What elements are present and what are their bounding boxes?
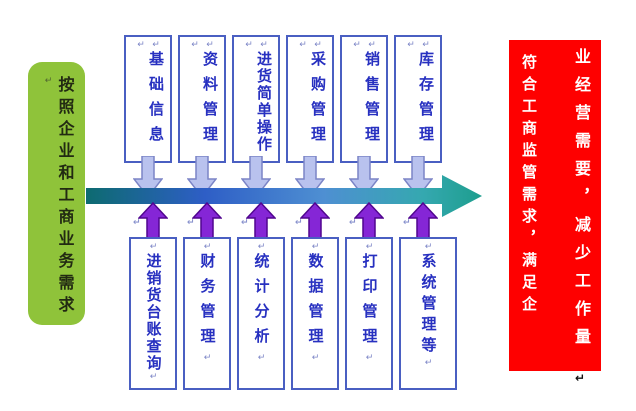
return-mark-icon: ↵: [259, 40, 269, 51]
right-result-text-line1: 符合工商监管需求，满足企: [520, 54, 538, 318]
return-mark-icon: ↵: [187, 218, 195, 228]
module-label: 统计分析: [252, 253, 271, 353]
return-mark-icon: ↵: [423, 242, 434, 253]
module-statistics-analysis-text: ↵统计分析↵: [252, 239, 271, 388]
module-finance-management: ↵财务管理↵: [183, 237, 231, 390]
module-label: 财务管理: [198, 253, 217, 353]
return-mark-icon: ↵: [313, 40, 323, 51]
module-label: 进货简单操作: [255, 51, 273, 153]
return-mark-icon: ↵: [136, 40, 146, 51]
module-basic-info-text: ↵基础信息↵: [133, 37, 165, 161]
return-mark-icon: ↵: [406, 40, 416, 51]
return-mark-icon: ↵: [364, 242, 375, 253]
module-sales-management-text: ↵销售管理↵: [349, 37, 381, 161]
module-print-management: ↵打印管理↵: [345, 237, 393, 390]
return-mark-icon: ↵: [148, 372, 159, 383]
return-mark-icon: ↵: [148, 242, 159, 253]
return-mark-icon: ↵: [256, 353, 267, 364]
left-requirement-box: 按照企业和工商业务需求↵: [28, 62, 85, 325]
module-label: 采购管理: [309, 51, 327, 151]
module-label: 销售管理: [363, 51, 381, 151]
return-mark-icon: ↵: [423, 358, 434, 369]
module-print-management-text: ↵打印管理↵: [360, 239, 379, 388]
module-label: 基础信息: [147, 51, 165, 151]
return-mark-icon: ↵: [403, 218, 411, 228]
module-sales-management: ↵销售管理↵: [340, 35, 388, 163]
module-procurement-management: ↵采购管理↵: [286, 35, 334, 163]
module-basic-info: ↵基础信息↵: [124, 35, 172, 163]
right-result-text-line2: 业经营需要，减少工作量: [572, 48, 591, 356]
up-arrow-icon: [138, 202, 168, 242]
up-arrow-icon: [300, 202, 330, 242]
module-label: 库存管理: [417, 51, 435, 151]
return-mark-icon: ↵: [298, 40, 308, 51]
right-result-box: 符合工商监管需求，满足企 业经营需要，减少工作量: [509, 40, 601, 371]
module-label: 系统管理等: [419, 253, 438, 358]
main-flow-arrow: [86, 175, 482, 217]
module-statistics-analysis: ↵统计分析↵: [237, 237, 285, 390]
return-mark-icon: ↵: [367, 40, 377, 51]
module-procurement-management-text: ↵采购管理↵: [295, 37, 327, 161]
up-arrow-icon: [354, 202, 384, 242]
left-requirement-text: 按照企业和工商业务需求: [55, 76, 75, 318]
module-label: 进销货台账查询: [144, 253, 163, 372]
module-finance-management-text: ↵财务管理↵: [198, 239, 217, 388]
module-inventory-management: ↵库存管理↵: [394, 35, 442, 163]
return-mark-icon: ↵: [190, 40, 200, 51]
return-mark-icon: ↵: [349, 218, 357, 228]
module-system-management: ↵系统管理等↵: [399, 237, 457, 390]
module-data-management: ↵数据管理↵: [291, 237, 339, 390]
return-mark-icon: ↵: [202, 353, 213, 364]
module-label: 打印管理: [360, 253, 379, 353]
return-mark-icon: ↵: [202, 242, 213, 253]
module-system-management-text: ↵系统管理等↵: [419, 239, 438, 388]
module-material-management-text: ↵资料管理↵: [187, 37, 219, 161]
return-mark-icon: ↵: [205, 40, 215, 51]
return-mark-icon: ↵: [364, 353, 375, 364]
paragraph-mark-icon: ↵: [575, 371, 586, 385]
up-arrow-icon: [192, 202, 222, 242]
module-purchase-simple-operation-text: ↵进货简单操作↵: [241, 37, 273, 161]
module-material-management: ↵资料管理↵: [178, 35, 226, 163]
up-arrow-icon: [408, 202, 438, 242]
module-data-management-text: ↵数据管理↵: [306, 239, 325, 388]
return-mark-icon: ↵: [310, 242, 321, 253]
return-mark-icon: ↵: [241, 218, 249, 228]
return-mark-icon: ↵: [310, 353, 321, 364]
return-mark-icon: ↵: [43, 76, 54, 87]
module-label: 资料管理: [201, 51, 219, 151]
return-mark-icon: ↵: [151, 40, 161, 51]
module-purchase-simple-operation: ↵进货简单操作↵: [232, 35, 280, 163]
return-mark-icon: ↵: [256, 242, 267, 253]
up-arrow-icon: [246, 202, 276, 242]
module-purchase-sales-ledger-query: ↵进销货台账查询↵: [129, 237, 177, 390]
module-purchase-sales-ledger-query-text: ↵进销货台账查询↵: [144, 239, 163, 388]
module-inventory-management-text: ↵库存管理↵: [403, 37, 435, 161]
return-mark-icon: ↵: [133, 218, 141, 228]
module-label: 数据管理: [306, 253, 325, 353]
left-requirement-vertical-text: 按照企业和工商业务需求↵: [41, 62, 75, 325]
return-mark-icon: ↵: [352, 40, 362, 51]
return-mark-icon: ↵: [421, 40, 431, 51]
return-mark-icon: ↵: [244, 40, 254, 51]
return-mark-icon: ↵: [295, 218, 303, 228]
